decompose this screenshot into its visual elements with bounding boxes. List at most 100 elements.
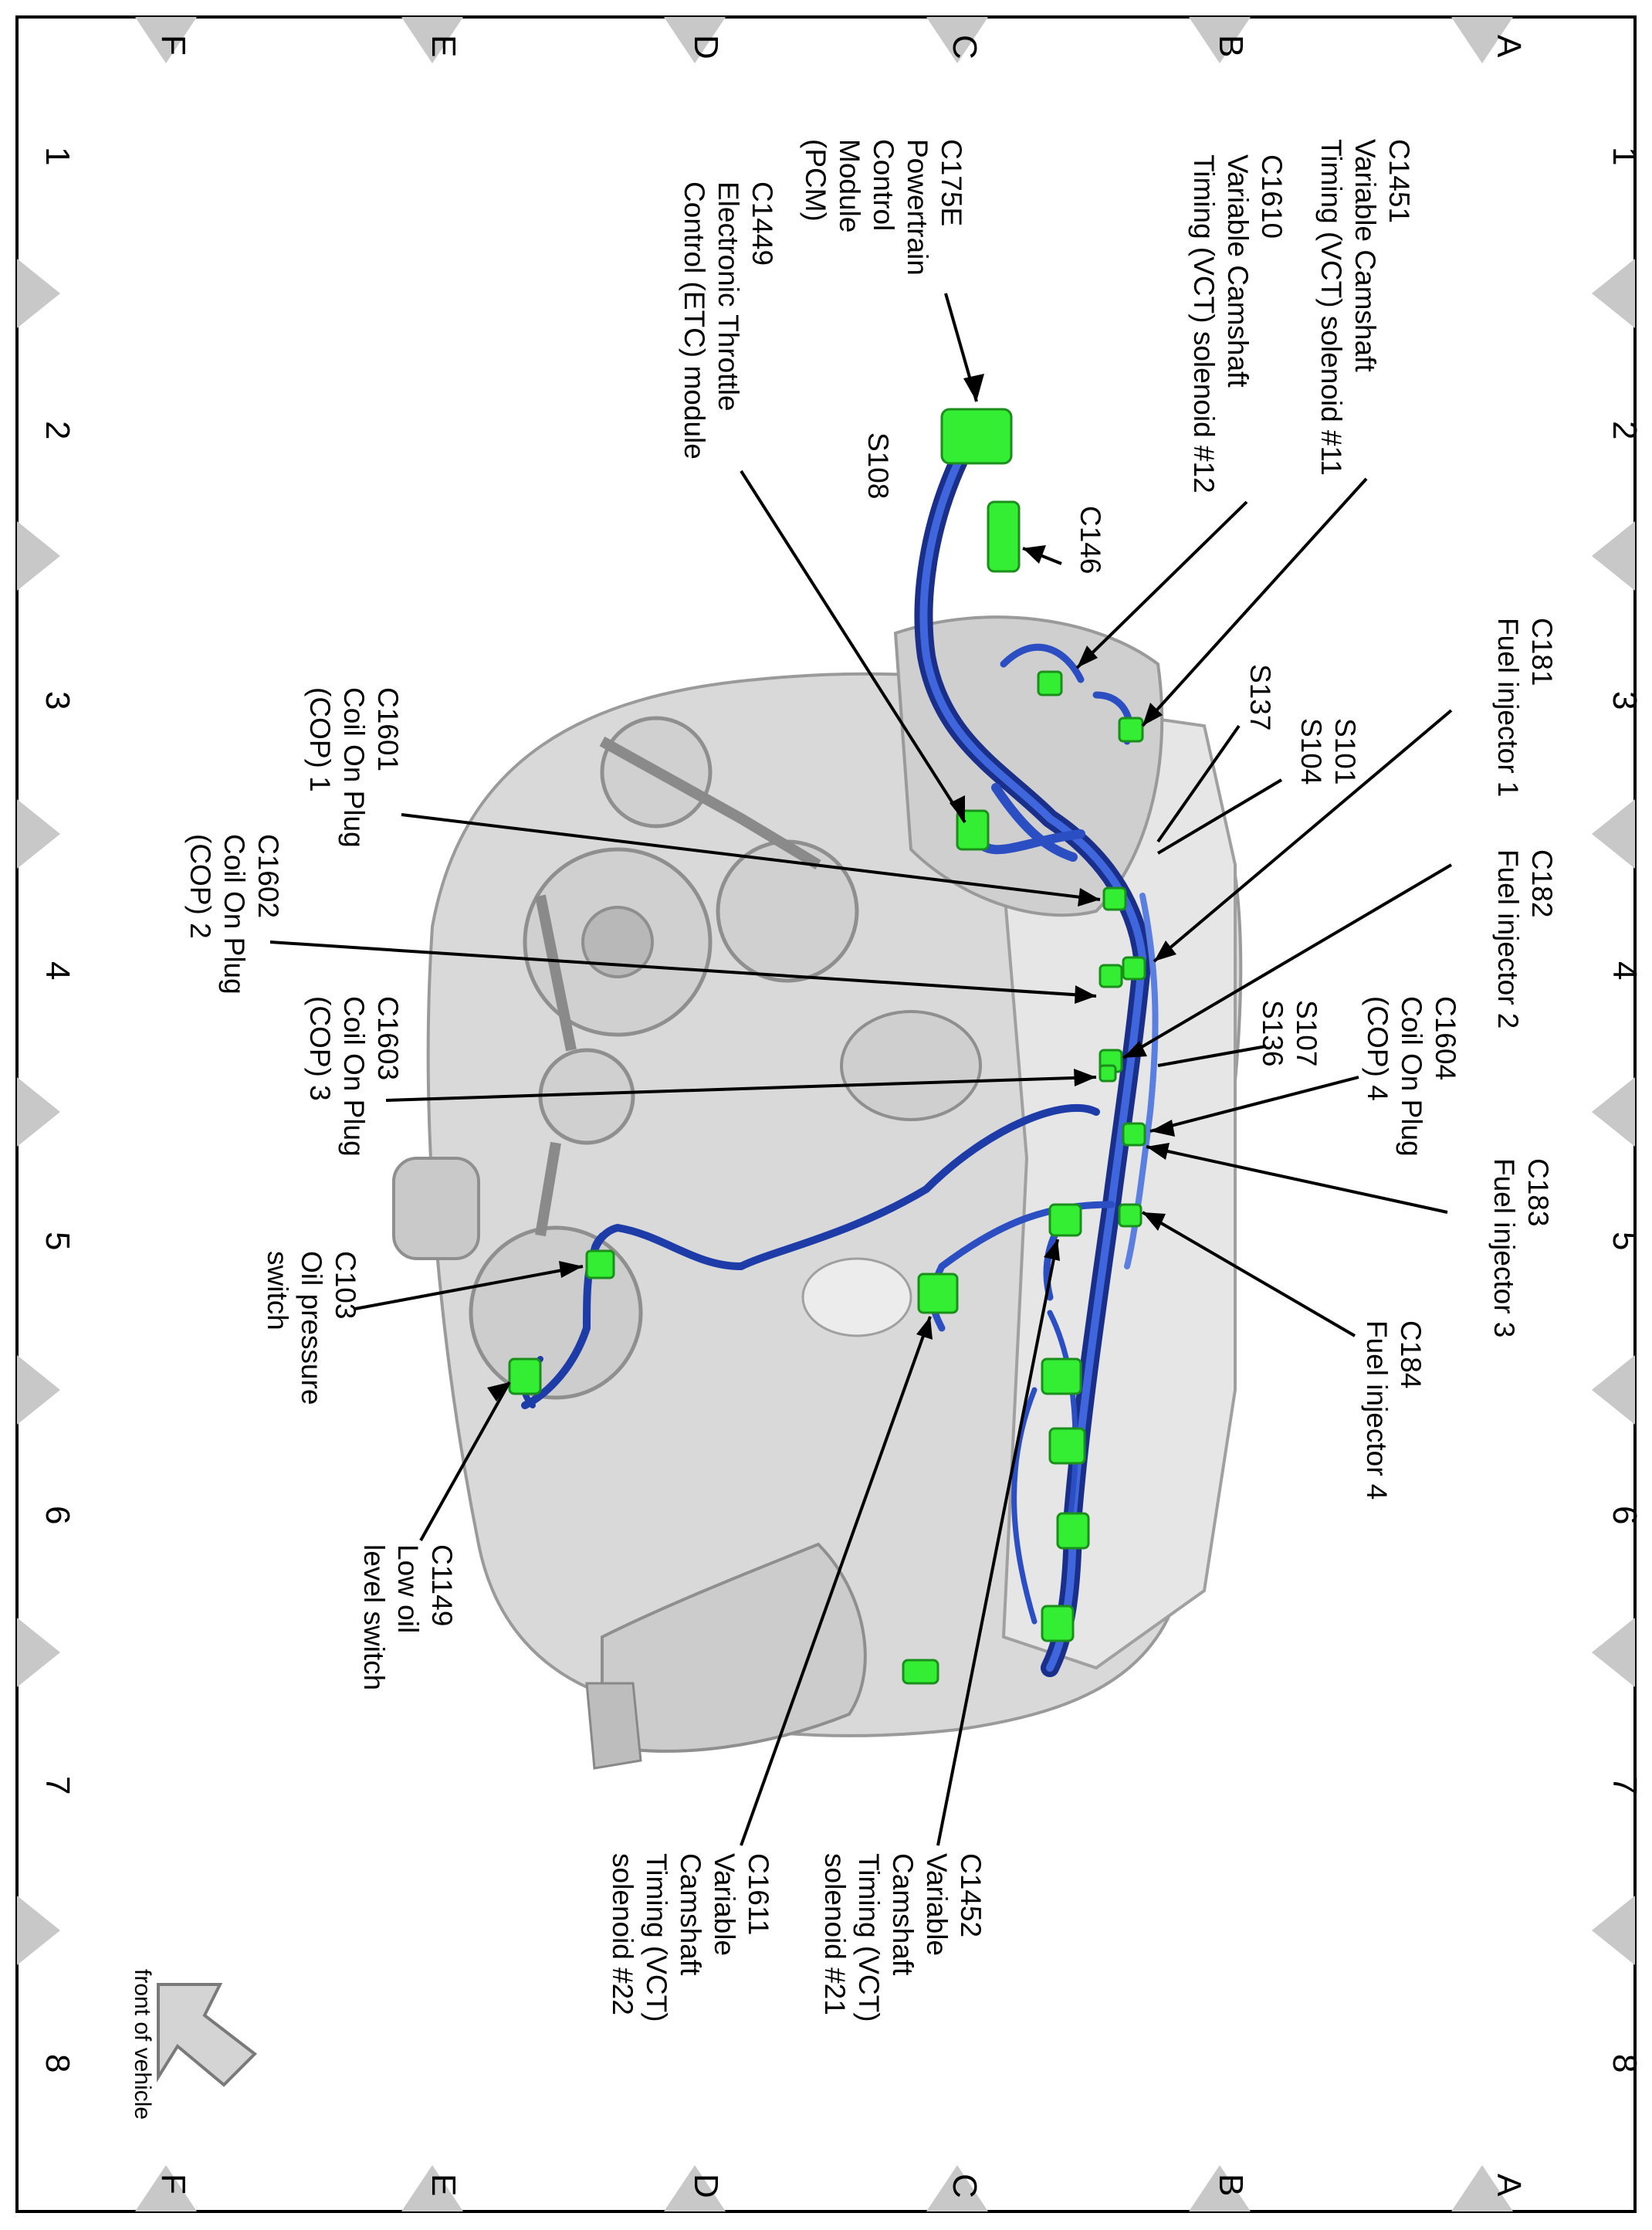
label-c1603-line: C1603 — [372, 996, 404, 1080]
arrow-c103 — [559, 1261, 583, 1278]
zone-col-label-right: 4 — [1606, 961, 1644, 980]
label-c1449-line: Electronic Throttle — [713, 181, 744, 412]
zone-marker-top — [401, 17, 463, 63]
label-c184-line: Fuel injector 4 — [1361, 1320, 1393, 1500]
arrow-c1601 — [1078, 888, 1100, 907]
label-c1451-line: C1451 — [1383, 139, 1415, 223]
zone-col-label-left: 4 — [39, 961, 76, 980]
connector-c1602 — [1099, 964, 1123, 988]
label-c1601-line: Coil On Plug — [338, 687, 370, 848]
label-c1602-line: Coil On Plug — [218, 834, 250, 995]
zone-row-label-top: B — [1212, 35, 1250, 57]
zone-row-label-bottom: F — [154, 2174, 192, 2194]
zone-row-label-top: C — [946, 35, 983, 59]
zone-col-label-right: 1 — [1606, 147, 1644, 165]
leader-arrowheads — [487, 374, 1176, 1401]
label-c1610-line: Timing (VCT) solenoid #12 — [1188, 154, 1220, 493]
leader-c1452 — [936, 1239, 1059, 1846]
connector-c1601 — [1102, 886, 1127, 911]
label-c1604-line: C1604 — [1430, 996, 1461, 1080]
zone-marker-right — [1592, 1355, 1635, 1425]
leader-c183 — [1146, 1145, 1448, 1214]
zone-col-label-right: 8 — [1606, 2054, 1644, 2072]
label-c175e-line: Control — [868, 139, 899, 231]
label-c1611-line: Variable — [709, 1853, 740, 1956]
label-c1604-line: (COP) 4 — [1362, 996, 1393, 1101]
exhaust-flange — [585, 1682, 642, 1770]
connector-c181 — [1122, 956, 1146, 981]
label-c1602-line: C1602 — [252, 834, 284, 918]
label-c1601-line: C1601 — [372, 687, 404, 771]
exhaust-manifold — [601, 1542, 867, 1753]
leader-c1610 — [1075, 500, 1248, 669]
zone-col-label-left: 1 — [39, 147, 76, 165]
arrow-c1610 — [1077, 646, 1098, 668]
label-c1452-line: solenoid #21 — [819, 1853, 851, 2015]
label-c1611-line: C1611 — [743, 1853, 774, 1935]
leader-c103 — [354, 1265, 584, 1310]
label-c182-line: Fuel injector 2 — [1492, 849, 1524, 1029]
zone-marker-right — [1592, 1077, 1635, 1147]
leader-s101 — [1156, 778, 1283, 855]
drive-belt — [535, 736, 821, 1237]
label-c175e-line: C175E — [936, 139, 967, 226]
oil-fill — [801, 1257, 912, 1337]
arrow-c1603 — [1074, 1069, 1096, 1086]
zone-marker-top — [135, 17, 197, 63]
zone-marker-top — [1189, 17, 1251, 63]
label-c182-line: C182 — [1526, 849, 1558, 917]
label-c1451-line: Timing (VCT) solenoid #11 — [1315, 139, 1347, 476]
zone-marker-right — [1592, 1618, 1635, 1687]
leader-c1602 — [269, 940, 1097, 998]
label-c1452-line: Camshaft — [887, 1853, 919, 1976]
connector-c1604 — [1122, 1122, 1146, 1147]
label-s107-line: S107 — [1291, 1000, 1322, 1066]
connector-c146 — [987, 500, 1021, 573]
label-c181-line: C181 — [1526, 618, 1558, 686]
connector-extra-5 — [902, 1659, 939, 1685]
arrow-c184 — [1143, 1212, 1166, 1231]
label-c1610-line: C1610 — [1256, 154, 1288, 239]
zone-marker-bottom — [926, 2165, 988, 2211]
zone-marker-bottom — [135, 2165, 197, 2211]
leader-lines — [269, 293, 1453, 1846]
connectors — [508, 408, 1146, 1685]
label-c183-line: Fuel injector 3 — [1488, 1158, 1520, 1337]
label-c1452-line: Variable — [921, 1853, 953, 1956]
label-s101-line: S101 — [1329, 718, 1361, 785]
zone-row-label-top: F — [154, 35, 192, 56]
label-c175e-line: (PCM) — [800, 139, 831, 222]
zone-marker-bottom — [1451, 2165, 1513, 2211]
zone-col-label-right: 7 — [1606, 1776, 1644, 1795]
zone-row-label-bottom: C — [946, 2174, 983, 2198]
leader-c1604 — [1149, 1076, 1359, 1133]
label-c175e-line: Module — [834, 139, 865, 232]
connector-c1603 — [1099, 1064, 1117, 1083]
zone-marker-right — [1592, 799, 1635, 869]
connector-c1149 — [508, 1357, 542, 1395]
zone-marker-right — [1592, 1896, 1635, 1965]
zone-col-label-left: 2 — [39, 421, 76, 439]
label-c1610-line: Variable Camshaft — [1222, 154, 1254, 388]
label-c1611-line: Timing (VCT) — [641, 1853, 672, 2022]
leader-c182 — [1122, 863, 1453, 1059]
arrow-c1611 — [916, 1317, 933, 1340]
arrow-c1449 — [950, 795, 965, 822]
connector-c1451 — [1118, 717, 1144, 743]
label-c1149-line: Low oil — [392, 1544, 424, 1633]
label-front-line: front of vehicle — [130, 1969, 155, 2120]
throttle-body — [840, 1010, 982, 1121]
label-c103-line: C103 — [330, 1251, 361, 1319]
label-c103-line: Oil pressure — [296, 1251, 327, 1405]
connector-c1610 — [1037, 670, 1063, 696]
zone-row-label-top: D — [687, 35, 725, 59]
alternator — [469, 1225, 643, 1400]
label-c1601-line: (COP) 1 — [304, 687, 336, 792]
crank-pulley-hub — [581, 906, 654, 978]
leader-s137 — [1156, 724, 1241, 843]
arrow-c175e — [963, 374, 984, 402]
zone-row-label-bottom: E — [425, 2174, 462, 2196]
zone-marker-top — [664, 17, 726, 63]
zone-marker-bottom — [401, 2165, 463, 2211]
leader-c184 — [1141, 1211, 1356, 1337]
